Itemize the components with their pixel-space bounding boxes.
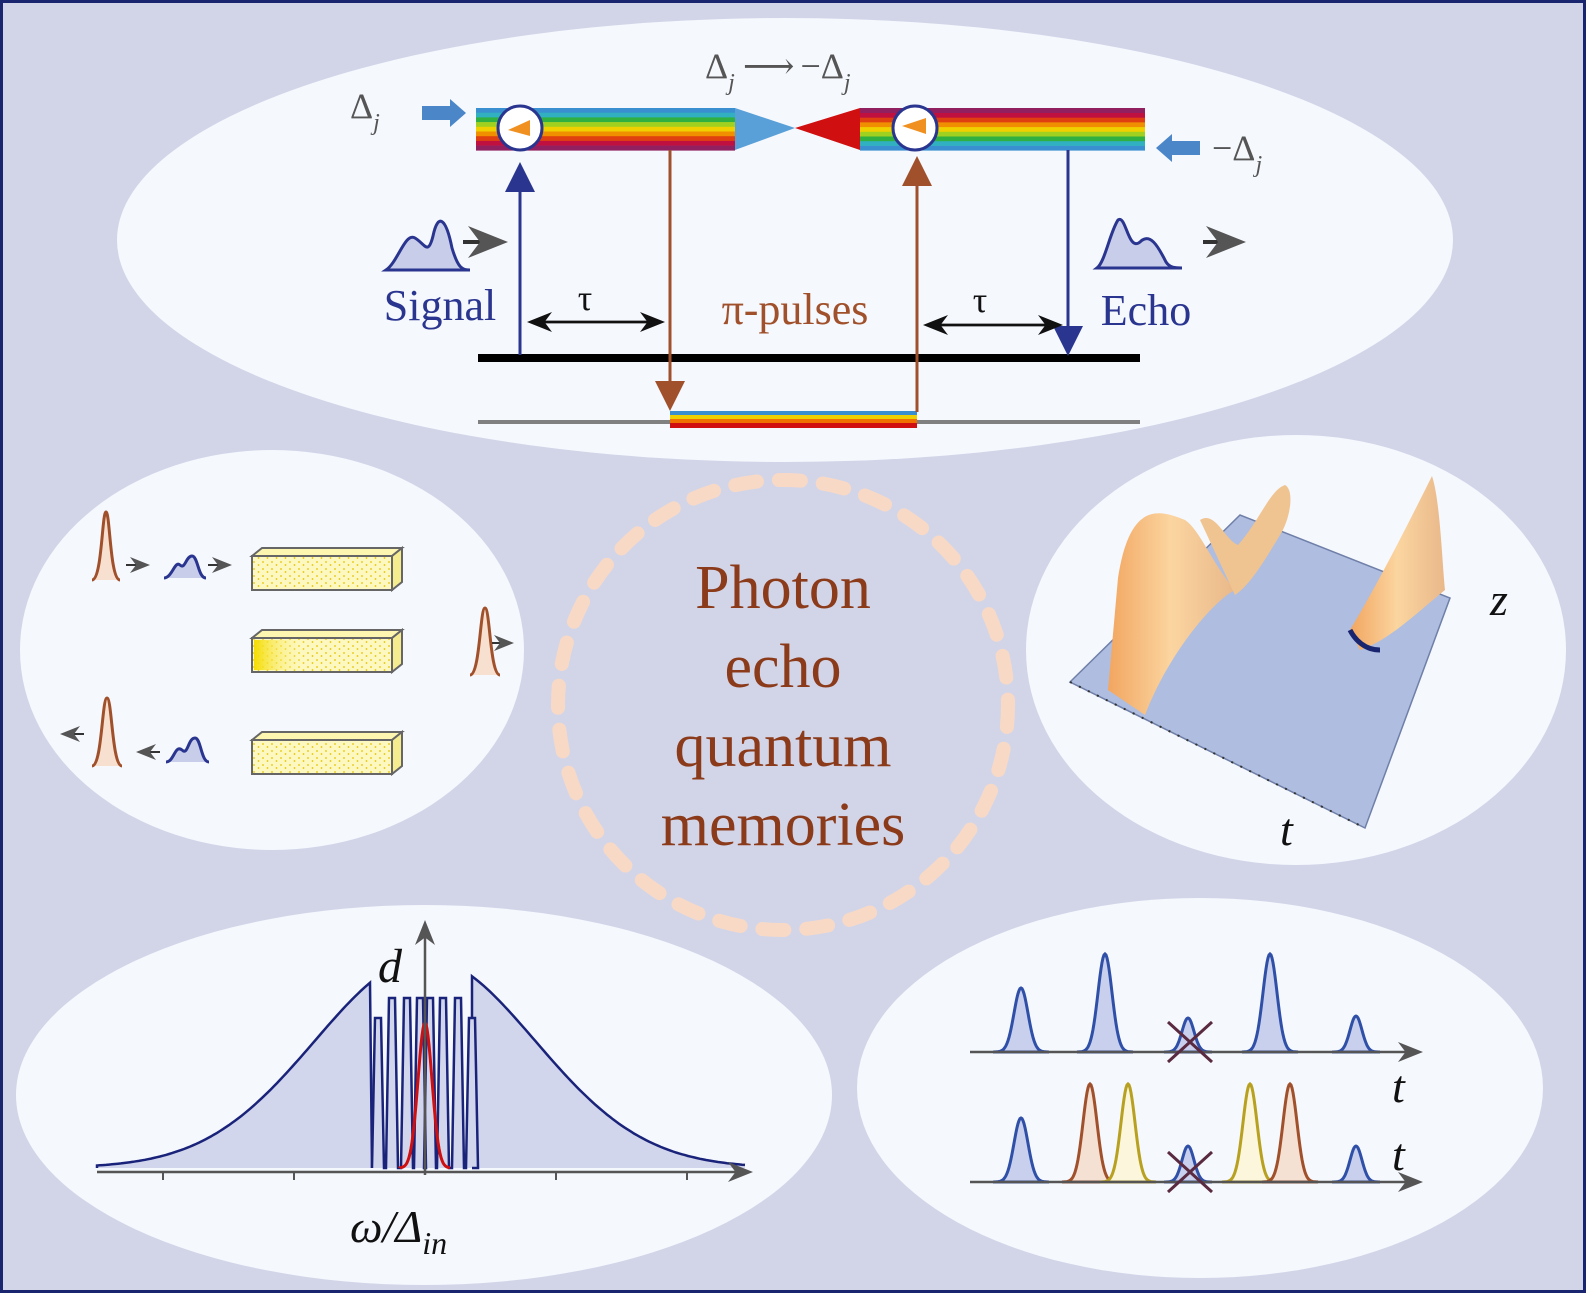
echo-pulse-icon: [1092, 218, 1183, 270]
signal-pulse-icon: [381, 219, 471, 272]
beam-stripe: [860, 122, 1145, 128]
reverse-input-arrow-icon: [1156, 134, 1200, 162]
control-pulse-out-icon: [469, 606, 501, 677]
title-line: Photon: [695, 554, 871, 622]
beam-stripe: [476, 112, 735, 118]
pulse-train-panel: [857, 898, 1543, 1278]
beam-stripe: [860, 126, 1145, 132]
beam-stripe: [476, 117, 735, 123]
tau-label-left: τ: [578, 278, 592, 318]
detuning-label-right: −Δj: [1212, 128, 1262, 178]
signal-pulse-small-icon: [163, 554, 207, 580]
pulse-train-top: [993, 951, 1380, 1054]
input-arrow-icon: [422, 99, 466, 127]
blocked-pulse-cross-top: [1166, 1020, 1214, 1064]
crystal-memory-sequence: [60, 510, 514, 777]
control-pulse-icon: [91, 510, 121, 582]
control-ridge: [1200, 485, 1291, 595]
pulse: [1076, 951, 1134, 1054]
beam-crossing-right: [795, 108, 860, 150]
x-axis-ticks: [162, 1172, 688, 1180]
blocked-pulse-cross-bottom: [1166, 1150, 1214, 1194]
title-line: echo: [724, 633, 841, 701]
detuning-label-left: Δj: [350, 86, 380, 136]
surface-plot: z t: [1068, 476, 1508, 855]
rainbow-beam-right: [860, 108, 1145, 151]
beam-stripe: [476, 140, 735, 146]
crystal-2: [249, 627, 405, 675]
beam-stripe: [476, 126, 735, 132]
rainbow-beam-left: [476, 108, 735, 151]
surface-axis-t: t: [1280, 804, 1294, 855]
title-line: quantum: [675, 712, 892, 780]
pulse: [993, 986, 1049, 1054]
crystal-3: [249, 729, 405, 777]
spectrum-axis-y: d: [378, 940, 403, 993]
pi-pulses-label: π-pulses: [722, 285, 869, 334]
pulse: [1241, 951, 1299, 1054]
title: Photon echo quantum memories: [661, 554, 906, 859]
pulse: [1099, 1081, 1157, 1184]
fan-icon-right: [902, 118, 926, 134]
beam-stripe: [476, 131, 735, 137]
echo-pulse-small-icon: [165, 736, 210, 764]
beam-stripe: [860, 112, 1145, 118]
surface-axis-z: z: [1489, 574, 1508, 625]
pulse-trains: t t: [970, 951, 1423, 1194]
train-top-axis-t: t: [1392, 1061, 1406, 1112]
signal-label: Signal: [384, 281, 496, 330]
tau-label-right: τ: [973, 280, 987, 320]
control-pulse-back-icon: [91, 696, 123, 768]
detuning-inversion-label: Δj⟶−Δj: [705, 46, 851, 96]
echo-dip: [1347, 628, 1381, 653]
beam-stripe: [476, 136, 735, 142]
beam-stripe: [476, 145, 735, 151]
inhomogeneous-line: [95, 973, 746, 1169]
spectrum-plot: d ω/Δin: [95, 920, 753, 1261]
pulse: [1261, 1081, 1319, 1184]
beam-crossing-left: [735, 108, 795, 150]
signal-peak: [1108, 513, 1235, 715]
spectrum-axis-x: ω/Δin: [350, 1201, 447, 1261]
crystal-1: [249, 545, 405, 593]
beam-stripe: [860, 117, 1145, 123]
pulse: [993, 1116, 1049, 1184]
beam-stripe: [860, 108, 1145, 113]
energy-level-diagram: τ τ Signal π-pulses Echo Δj Δj⟶−Δj −Δj: [350, 46, 1262, 428]
beam-stripe: [860, 131, 1145, 137]
beam-stripe: [860, 140, 1145, 146]
title-line: memories: [661, 791, 906, 859]
fan-icon-left: [508, 120, 530, 136]
spectrum-fill: [97, 976, 745, 1168]
title-dashed-circle: [551, 473, 1015, 937]
beam-stripe: [860, 145, 1145, 151]
beam-stripe: [860, 136, 1145, 142]
storage-rainbow: [670, 411, 917, 415]
echo-peak: [1350, 476, 1445, 650]
beam-stripe: [476, 122, 735, 128]
train-bottom-axis-t: t: [1392, 1129, 1406, 1180]
beam-stripe: [476, 108, 735, 113]
echo-label: Echo: [1101, 286, 1191, 335]
